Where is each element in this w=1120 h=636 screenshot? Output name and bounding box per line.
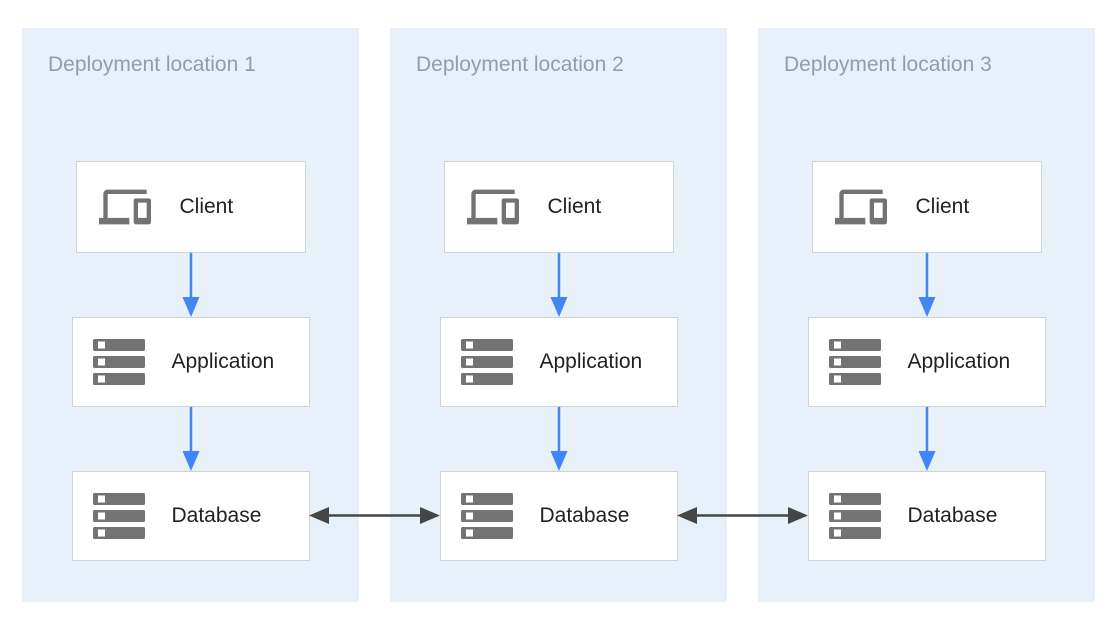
arrow-database1-database2-sync [309,507,440,524]
devices-icon [98,189,151,225]
client-label: Client [915,195,970,218]
server-stack-icon [460,493,513,539]
database-label: Database [539,504,630,527]
database-node: Database [71,471,310,561]
arrow-application-to-database [918,407,935,471]
server-stack-icon [828,493,881,539]
panel-deployment-location-2: Deployment location 2 Client Application [390,28,727,602]
arrow-database2-database3-sync [677,507,808,524]
arrow-client-to-application [550,253,567,317]
server-stack-icon [828,339,881,385]
server-stack-icon [92,493,145,539]
application-label: Application [907,350,1011,373]
devices-icon [834,189,887,225]
devices-icon [466,189,519,225]
client-label: Client [179,195,234,218]
arrow-application-to-database [550,407,567,471]
application-node: Application [807,317,1046,407]
panel-title: Deployment location 3 [784,53,992,76]
database-node: Database [807,471,1046,561]
panel-title: Deployment location 1 [48,53,256,76]
server-stack-icon [460,339,513,385]
application-node: Application [439,317,678,407]
server-stack-icon [92,339,145,385]
client-node: Client [75,161,306,253]
client-node: Client [811,161,1042,253]
application-label: Application [539,350,643,373]
client-label: Client [547,195,602,218]
arrow-application-to-database [182,407,199,471]
database-label: Database [907,504,998,527]
panel-deployment-location-1: Deployment location 1 Client Application [22,28,359,602]
arrow-client-to-application [182,253,199,317]
database-node: Database [439,471,678,561]
panel-deployment-location-3: Deployment location 3 Client Application [758,28,1095,602]
panel-title: Deployment location 2 [416,53,624,76]
application-node: Application [71,317,310,407]
database-label: Database [171,504,262,527]
arrow-client-to-application [918,253,935,317]
client-node: Client [443,161,674,253]
application-label: Application [171,350,275,373]
